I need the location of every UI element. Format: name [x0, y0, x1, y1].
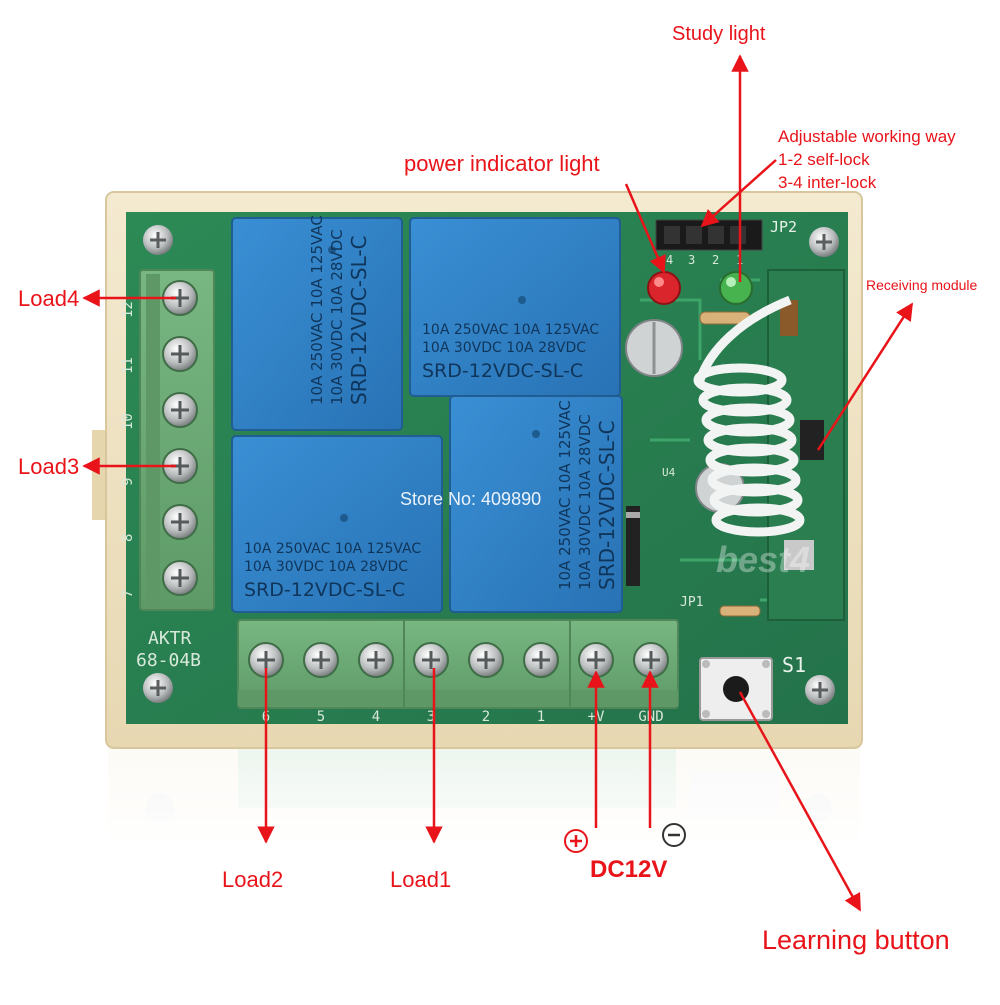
left-terminal-screw	[162, 560, 198, 596]
reflection-fade	[100, 745, 880, 855]
label-self-lock: 1-2 self-lock	[778, 150, 870, 169]
bottom-terminal-label: 5	[317, 709, 325, 725]
relay-top-left: 10A 250VAC 10A 125VAC 10A 30VDC 10A 28VD…	[231, 210, 403, 431]
arrow-receiving-module	[816, 302, 914, 451]
capacitors	[625, 319, 745, 513]
arrow-adjustable	[700, 159, 777, 228]
label-load1: Load1	[390, 867, 452, 892]
resistors	[699, 311, 761, 617]
arrow-learning-button	[738, 691, 862, 912]
diode	[626, 506, 640, 586]
arrow-power-indicator	[624, 183, 666, 274]
bottom-terminal-label: 4	[372, 709, 380, 725]
relay-2-model: SRD-12VDC-SL-C	[422, 360, 583, 382]
left-terminal-number: 11	[120, 357, 136, 374]
mounting-screws	[143, 225, 839, 705]
relay-3-model: SRD-12VDC-SL-C	[244, 579, 405, 601]
relay-2-rating-dc: 10A 30VDC 10A 28VDC	[422, 340, 586, 356]
bottom-terminal-screw	[523, 642, 559, 678]
relay-4-rating-ac: 10A 250VAC 10A 125VAC	[556, 400, 574, 590]
board-model-code: 68-04B	[136, 650, 201, 671]
label-study-light: Study light	[672, 23, 766, 45]
svg-text:10A 250VAC 10A 125VAC: 10A 250VAC 10A 125VAC 10A 30VDC 10A 28VD…	[556, 395, 619, 590]
label-load4: Load4	[18, 286, 80, 311]
relay-bottom-right: 10A 250VAC 10A 125VAC 10A 30VDC 10A 28VD…	[449, 395, 623, 613]
label-learning-button: Learning button	[762, 925, 950, 955]
label-load2: Load2	[222, 867, 284, 892]
left-terminal-number: 7	[120, 590, 136, 598]
relay-3-rating-dc: 10A 30VDC 10A 28VDC	[244, 559, 408, 575]
board-model-label: AKTR	[148, 628, 192, 649]
left-terminal-number: 8	[120, 534, 136, 542]
bottom-terminal-screw	[633, 642, 669, 678]
power-led	[647, 271, 681, 305]
bottom-terminal-screw	[303, 642, 339, 678]
relay-4-rating-dc: 10A 30VDC 10A 28VDC	[576, 414, 594, 590]
label-receiving-module: Receiving module	[866, 277, 978, 293]
jp2-label: JP2	[770, 218, 797, 236]
relay-top-right: 10A 250VAC 10A 125VAC 10A 30VDC 10A 28VD…	[409, 217, 621, 397]
bottom-terminal-label: 2	[482, 709, 490, 725]
label-power-indicator: power indicator light	[404, 151, 600, 176]
bottom-terminal-block	[237, 619, 679, 709]
svg-text:10A 250VAC 10A 125VAC: 10A 250VAC 10A 125VAC 10A 30VDC 10A 28VD…	[244, 541, 426, 601]
left-terminal-number: 10	[120, 413, 136, 430]
label-load3: Load3	[18, 454, 80, 479]
relay-1-model: SRD-12VDC-SL-C	[347, 235, 371, 405]
brand-watermark: best4	[716, 539, 810, 580]
relay-4-model: SRD-12VDC-SL-C	[595, 420, 619, 590]
left-terminal-number: 12	[120, 301, 136, 318]
relay-3-rating-ac: 10A 250VAC 10A 125VAC	[244, 541, 421, 557]
svg-text:10A 250VAC 10A 125VAC: 10A 250VAC 10A 125VAC 10A 30VDC 10A 28VD…	[422, 322, 604, 382]
jp2-pin-4: 4	[666, 253, 673, 267]
study-led	[719, 271, 753, 305]
u4-label: U4	[662, 466, 676, 479]
plus-symbol	[564, 829, 588, 853]
receiving-module-board	[767, 269, 845, 621]
bottom-terminal-label: 3	[427, 709, 435, 725]
label-dc12v: DC12V	[590, 856, 668, 883]
jp2-pin-3: 3	[688, 253, 695, 267]
bottom-terminal-screw	[413, 642, 449, 678]
bottom-terminal-screw	[358, 642, 394, 678]
s1-label: S1	[782, 653, 806, 677]
antenna-coil	[693, 295, 805, 537]
relay-bottom-left: 10A 250VAC 10A 125VAC 10A 30VDC 10A 28VD…	[231, 435, 443, 613]
left-terminal-screw	[162, 392, 198, 428]
relay-1-rating-ac: 10A 250VAC 10A 125VAC	[308, 215, 326, 405]
left-terminal-screw	[162, 448, 198, 484]
relay-1-rating-dc: 10A 30VDC 10A 28VDC	[328, 229, 346, 405]
annotation-arrows	[82, 54, 914, 912]
store-watermark: Store No: 409890	[400, 489, 541, 509]
svg-text:10A 250VAC 10A 125VAC: 10A 250VAC 10A 125VAC 10A 30VDC 10A 28VD…	[308, 210, 371, 405]
left-terminal-screw	[162, 336, 198, 372]
bottom-terminal-screw	[578, 642, 614, 678]
minus-symbol	[662, 823, 686, 847]
bottom-terminal-screw	[468, 642, 504, 678]
learning-push-button	[699, 657, 773, 721]
bottom-terminal-label: 1	[537, 709, 545, 725]
left-terminal-block	[139, 269, 215, 611]
label-adjustable-working-way: Adjustable working way	[778, 127, 956, 146]
jp1-label: JP1	[680, 595, 703, 610]
left-terminal-number: 9	[120, 478, 136, 486]
relay-2-rating-ac: 10A 250VAC 10A 125VAC	[422, 322, 599, 338]
left-terminal-screw	[162, 504, 198, 540]
relays: 10A 250VAC 10A 125VAC 10A 30VDC 10A 28VD…	[231, 210, 623, 613]
jp2-pin-2: 2	[712, 253, 719, 267]
label-inter-lock: 3-4 inter-lock	[778, 173, 877, 192]
